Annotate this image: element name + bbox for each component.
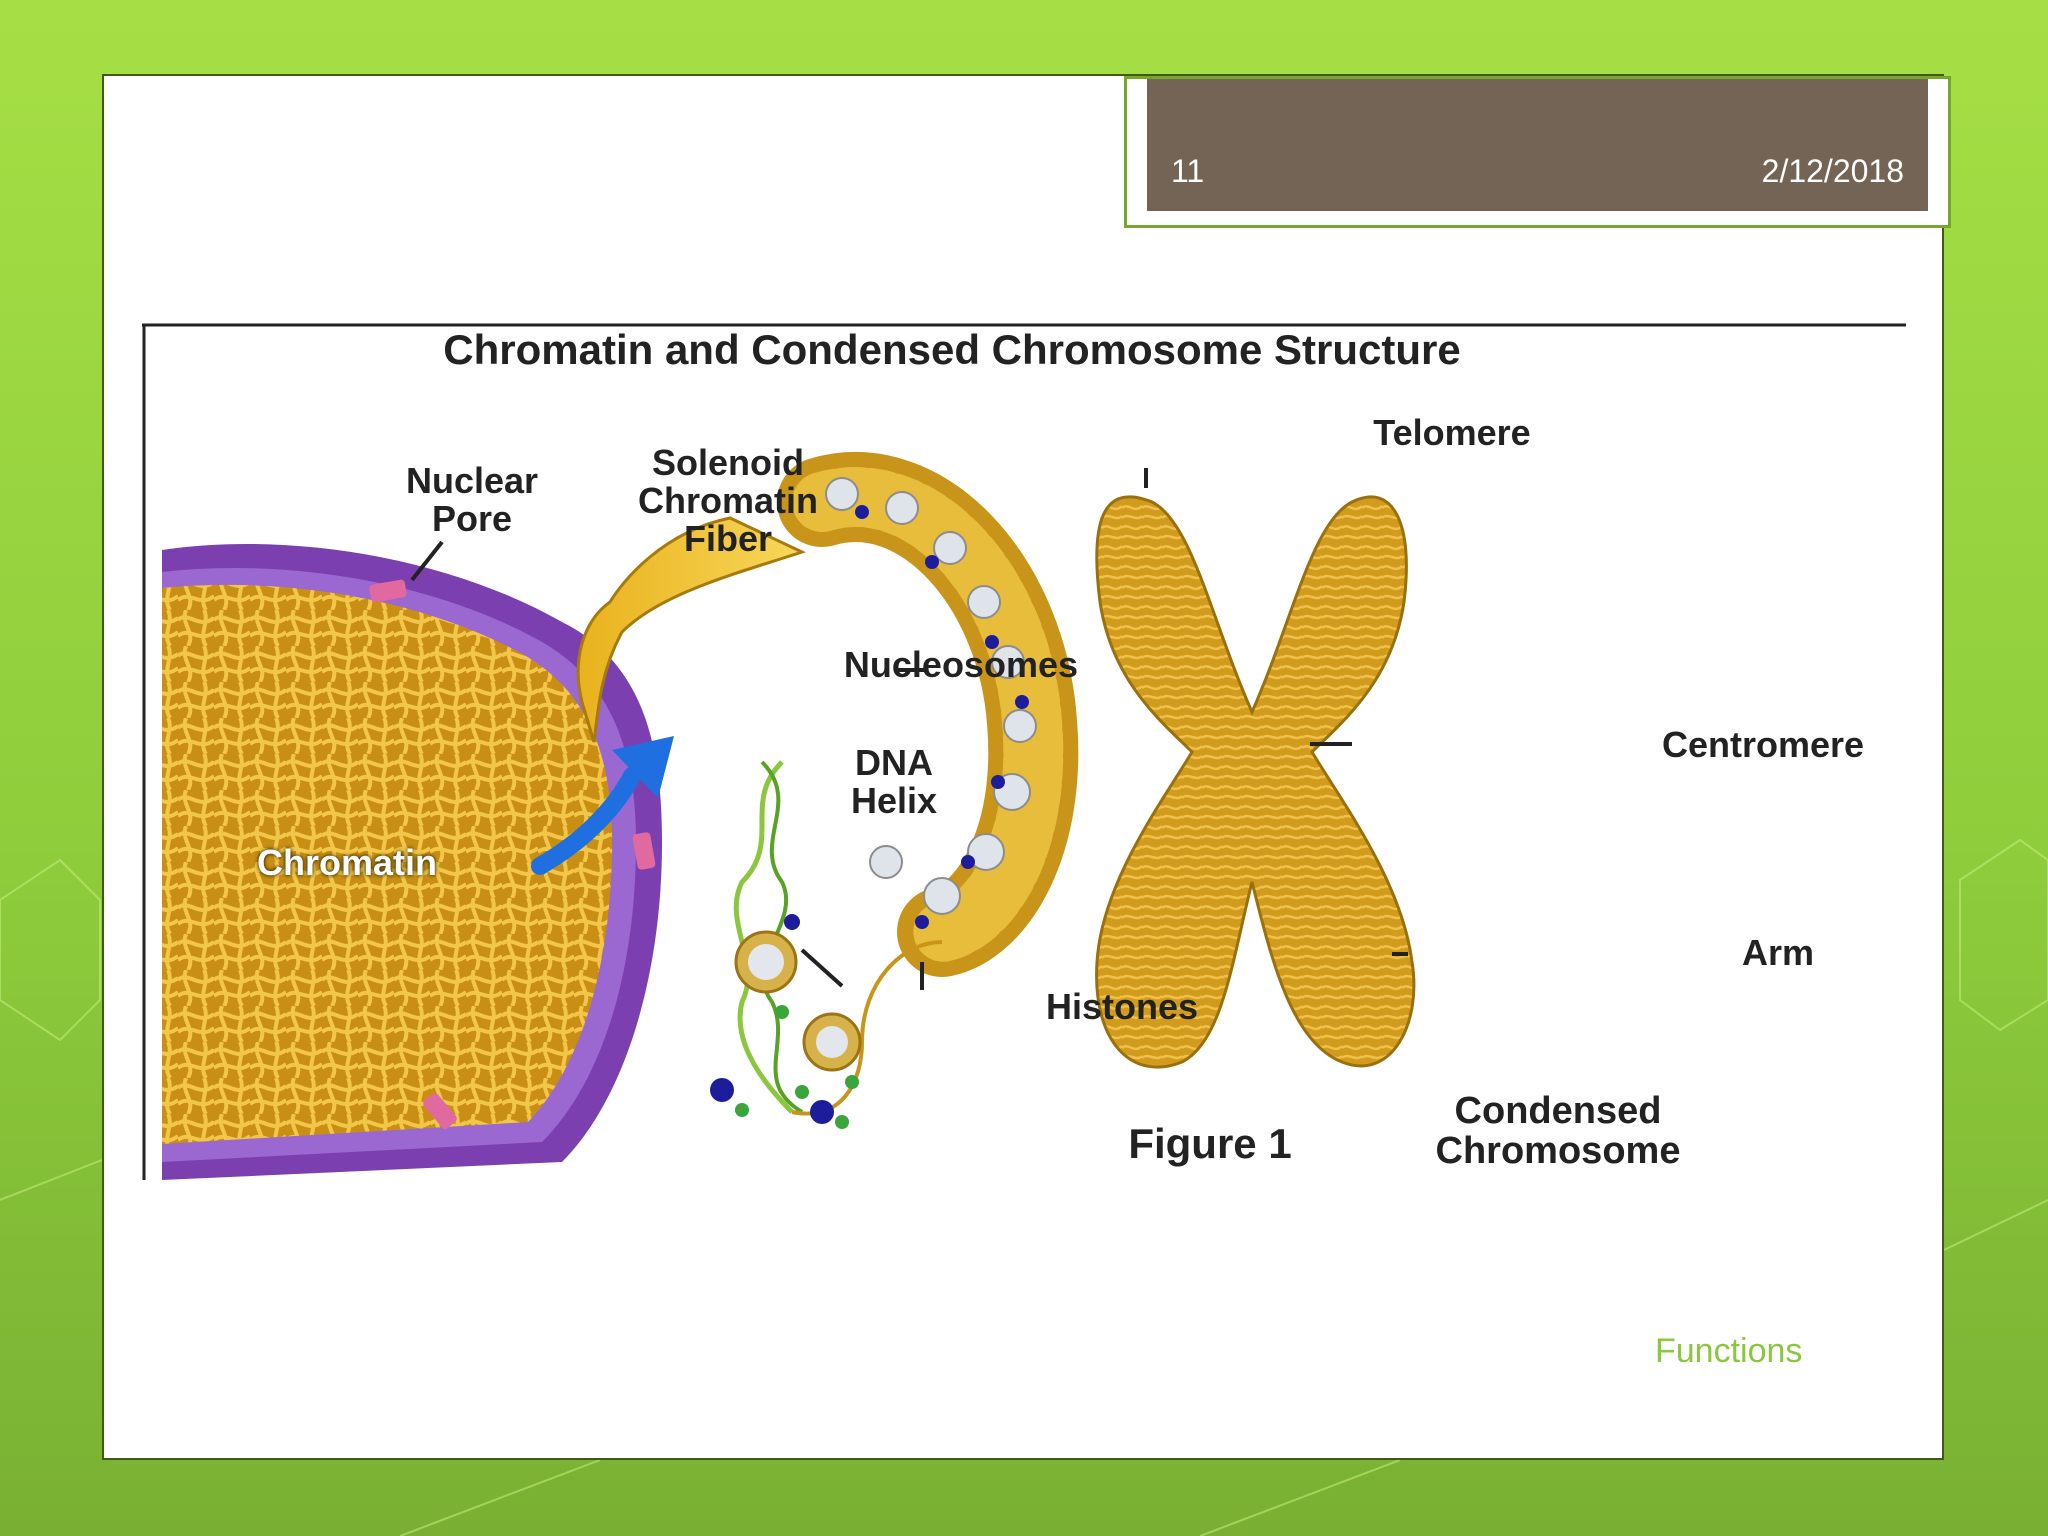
footer-text: Functions xyxy=(1655,1332,1803,1370)
label-dna-helix: DNA Helix xyxy=(850,742,938,821)
slide-number: 11 xyxy=(1171,153,1205,189)
label-solenoid-fiber: Solenoid Chromatin Fiber xyxy=(638,442,818,559)
label-nucleosomes: Nucleosomes xyxy=(843,644,1078,685)
nucleosome-coil xyxy=(777,452,1079,977)
slide-date: 2/12/2018 xyxy=(1761,153,1904,189)
label-histones: Histones xyxy=(1045,986,1199,1027)
figure-caption: Figure 1 xyxy=(1128,1120,1292,1167)
header-bar: 11 2/12/2018 xyxy=(1147,79,1928,211)
chromatin-diagram: Chromatin and Condensed Chromosome Struc… xyxy=(142,322,1906,1180)
arrow-icon xyxy=(531,736,674,875)
nucleus xyxy=(162,540,662,1180)
figure-title: Chromatin and Condensed Chromosome Struc… xyxy=(443,326,1461,373)
label-centromere: Centromere xyxy=(1662,724,1865,765)
label-chromatin: Chromatin xyxy=(257,842,437,883)
header-tab: 11 2/12/2018 xyxy=(1124,76,1951,228)
label-arm: Arm xyxy=(1742,932,1815,973)
label-nuclear-pore: Nuclear Pore xyxy=(405,460,539,539)
label-telomere: Telomere xyxy=(1373,412,1531,453)
label-condensed-chromosome: Condensed Chromosome xyxy=(1435,1090,1681,1172)
solenoid-fiber xyxy=(576,516,807,743)
histone-beads xyxy=(710,914,924,1129)
condensed-chromosome xyxy=(1095,468,1416,1069)
diagram-artwork xyxy=(142,323,1906,1180)
